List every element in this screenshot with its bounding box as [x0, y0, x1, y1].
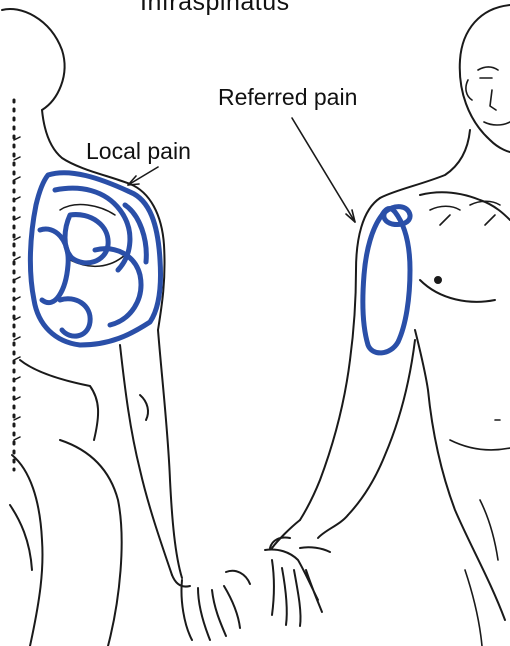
posterior-hand	[181, 571, 250, 640]
posterior-waist-line	[10, 505, 32, 570]
anterior-arm-inner	[348, 340, 415, 515]
anterior-pectoral	[420, 280, 495, 302]
anterior-hand	[265, 537, 330, 626]
posterior-arm-outer	[158, 330, 182, 578]
posterior-torso	[20, 360, 98, 440]
anterior-forearm	[272, 515, 348, 548]
referred-pain-zone	[363, 207, 410, 353]
posterior-arm-inner	[120, 345, 172, 575]
anterior-arm-outer	[300, 360, 350, 520]
posterior-head	[2, 9, 65, 110]
local-pain-arrow	[128, 167, 158, 185]
posterior-elbow	[140, 395, 148, 420]
anterior-torso-side	[415, 330, 505, 620]
posterior-figure	[2, 9, 250, 646]
anterior-neck	[380, 130, 470, 198]
posterior-flank	[60, 440, 122, 646]
local-pain-zone	[30, 173, 160, 345]
referred-pain-arrow	[292, 118, 355, 222]
posterior-buttock	[12, 455, 43, 646]
nipple-mark	[435, 277, 441, 283]
anterior-figure	[265, 5, 510, 646]
anterior-chest	[420, 192, 510, 220]
